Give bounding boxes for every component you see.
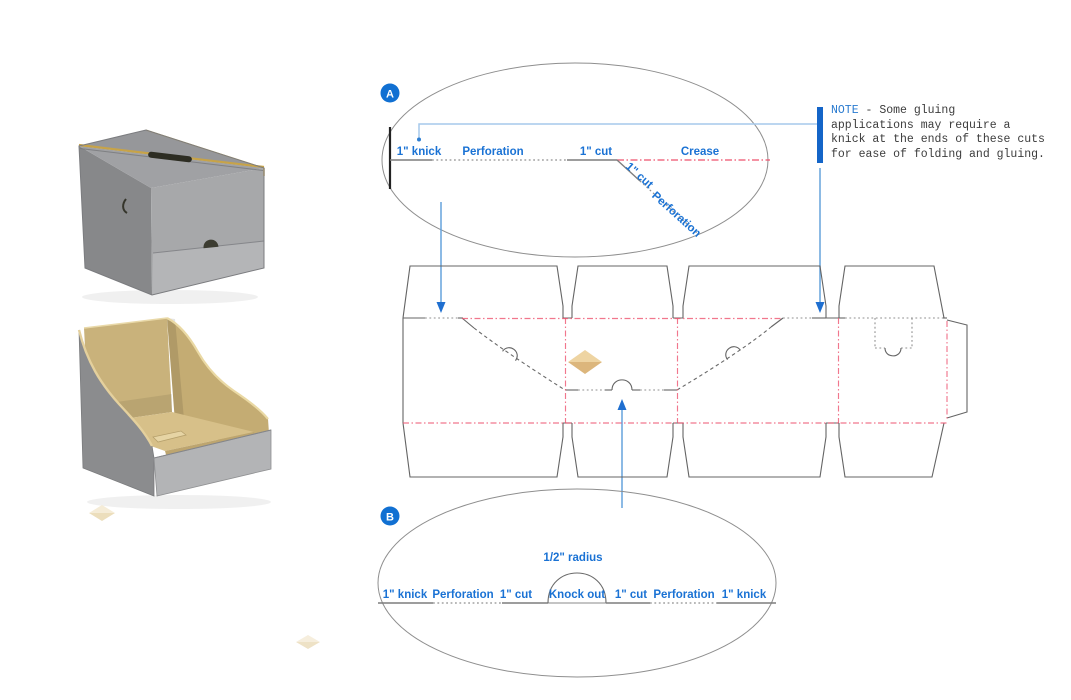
bracket-dot (417, 137, 421, 142)
label-perforation: Perforation (462, 146, 523, 158)
box-left-face (79, 146, 152, 295)
bottom-flap-2 (571, 423, 674, 478)
tray-right-gold-trim (166, 317, 269, 420)
watermark-diamond (89, 505, 115, 521)
label-b-knockout: Knock out (549, 589, 605, 601)
open-tray-render (77, 317, 272, 509)
label-knick: 1" knick (397, 146, 442, 158)
gluing-note: NOTE - Some gluing applications may requ… (831, 104, 1067, 162)
annotation-connectors (417, 107, 825, 508)
note-line: for ease of folding and gluing. (831, 147, 1045, 161)
box-lid-band (152, 241, 264, 295)
curve-tab-left (502, 347, 518, 362)
note-line: NOTE - Some gluing (831, 104, 956, 117)
tray-left-gold-trim (77, 329, 154, 447)
detail-a-callout: 1" knick Perforation 1" cut Crease 1" cu… (380, 62, 770, 258)
label-b-knick-left: 1" knick (383, 589, 428, 601)
diecut-layout (402, 265, 968, 478)
bottom-flap-3 (682, 423, 827, 478)
note-bar (817, 107, 823, 163)
label-b-radius: 1/2" radius (543, 552, 602, 564)
box-side-notch (122, 198, 128, 214)
label-diagonal-cut: 1" cut (623, 161, 655, 192)
label-b-cut-left: 1" cut (500, 589, 532, 601)
knockout-notch (884, 347, 902, 357)
detail-b-ellipse (377, 488, 777, 678)
note-bracket-line (418, 123, 817, 138)
badge-b (380, 506, 400, 526)
label-b-perforation-right: Perforation (653, 589, 714, 601)
bottom-flap-4 (838, 422, 945, 478)
knockout-semicircle (611, 379, 633, 391)
knockout-rectangle (874, 318, 913, 349)
label-b-perforation-left: Perforation (432, 589, 493, 601)
top-flap-4 (838, 265, 945, 319)
top-flap-2 (571, 265, 674, 318)
glue-tab (946, 319, 968, 419)
detail-b-callout: 1" knick Perforation 1" cut Knock out 1"… (377, 488, 777, 678)
box-top-back-lid (79, 130, 264, 168)
tear-curve-right (676, 326, 772, 391)
note-line: applications may require a (831, 118, 1011, 132)
curve-tab-right (725, 346, 741, 361)
note-keyword: NOTE (831, 104, 859, 117)
top-flap-1 (402, 265, 564, 319)
diagonal-cut-line (616, 159, 641, 182)
arrow-a-right-head (815, 302, 825, 313)
note-line: knick at the ends of these cuts (831, 133, 1045, 146)
watermark-diamond (296, 635, 320, 649)
label-diagonal-perforation: Perforation (649, 190, 703, 240)
label-crease: Crease (681, 146, 719, 158)
label-cut: 1" cut (580, 146, 612, 158)
box-shadow (82, 290, 258, 304)
bottom-flap-1 (402, 422, 564, 478)
watermark-diamond (568, 350, 602, 374)
tray-floor-slot (152, 430, 187, 443)
badge-b-letter: B (386, 512, 394, 524)
box-top-front-lid (79, 146, 264, 188)
badge-a (380, 83, 400, 103)
label-b-knick-right: 1" knick (722, 589, 767, 601)
box-thumb-notch (203, 239, 219, 249)
arrow-b-head (617, 399, 627, 410)
knockout-arch (547, 572, 607, 604)
tear-curve-left (473, 327, 566, 391)
box-top-slot (148, 151, 192, 163)
label-b-cut-right: 1" cut (615, 589, 647, 601)
arrow-a-left-head (436, 302, 446, 313)
top-flap-3 (682, 265, 827, 318)
closed-box-render (78, 129, 265, 304)
badge-a-letter: A (386, 89, 394, 101)
tray-shadow (87, 495, 271, 509)
